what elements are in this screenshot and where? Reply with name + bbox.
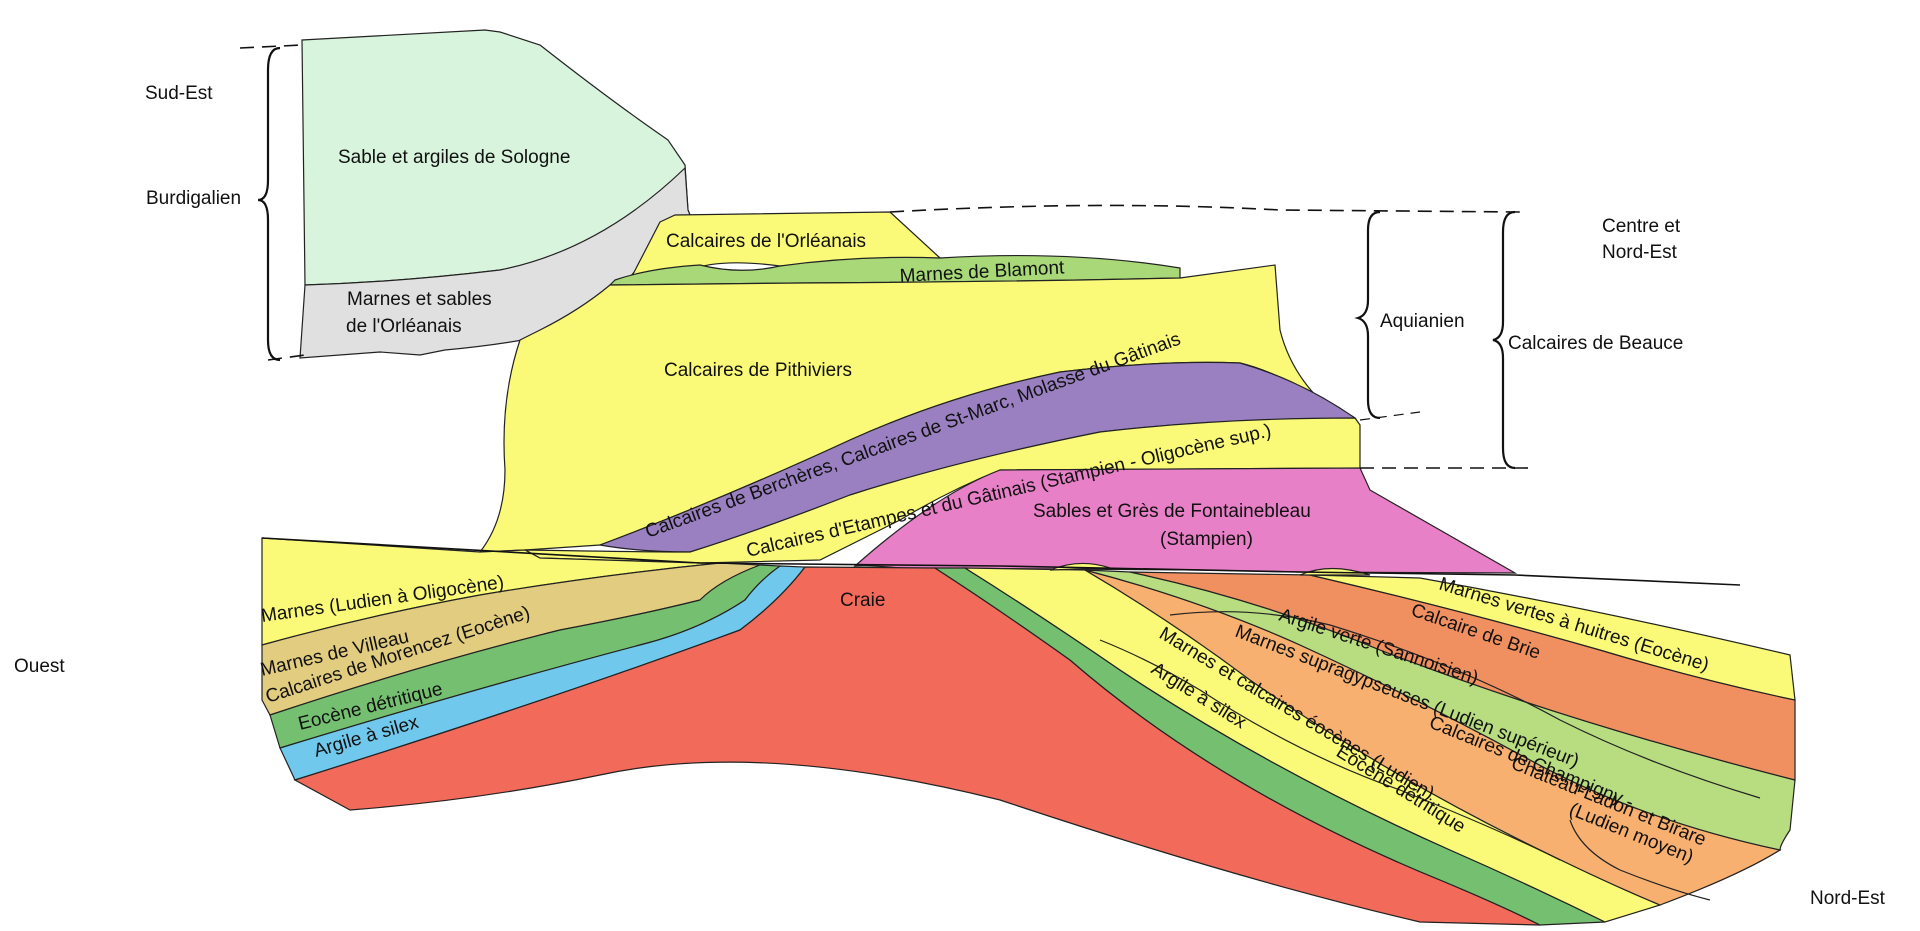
burdigalien-bracket bbox=[257, 46, 281, 362]
bottom-dashed-line bbox=[267, 354, 306, 361]
label-fontainebleau-2: (Stampien) bbox=[1160, 529, 1253, 550]
label-marnes-sables-2: de l'Orléanais bbox=[346, 316, 462, 337]
label-orleanais: Calcaires de l'Orléanais bbox=[666, 231, 866, 252]
label-marnes-sables-1: Marnes et sables bbox=[347, 289, 492, 310]
east-boundary-line bbox=[1569, 819, 1711, 901]
beauce-bracket bbox=[1492, 210, 1516, 470]
label-calcaires-beauce: Calcaires de Beauce bbox=[1508, 333, 1683, 354]
east-boundary-line bbox=[1099, 639, 1561, 861]
label-aquianien: Aquianien bbox=[1380, 311, 1465, 332]
right-mid-dashed-line bbox=[1359, 411, 1421, 421]
label-burdigalien: Burdigalien bbox=[146, 188, 241, 209]
label-ouest: Ouest bbox=[14, 656, 65, 677]
label-centre-line2: Nord-Est bbox=[1602, 242, 1678, 263]
right-top-dashed-line bbox=[889, 204, 1521, 213]
east-boundary-line bbox=[1169, 611, 1761, 799]
label-centre-line1: Centre et bbox=[1602, 216, 1681, 237]
east-marnes-vertes-layer bbox=[1309, 574, 1796, 701]
label-nord-est: Nord-Est bbox=[1810, 888, 1886, 909]
label-sologne: Sable et argiles de Sologne bbox=[338, 147, 570, 168]
label-craie: Craie bbox=[840, 590, 885, 611]
etampes-layer bbox=[524, 417, 1361, 564]
aquianien-bracket bbox=[1354, 210, 1381, 420]
top-dashed-line bbox=[239, 44, 303, 49]
ground-surface-line bbox=[261, 537, 1741, 586]
label-fontainebleau-1: Sables et Grès de Fontainebleau bbox=[1033, 501, 1311, 522]
fontainebleau-layer bbox=[853, 467, 1518, 574]
label-sud-est: Sud-Est bbox=[145, 83, 213, 104]
label-pithiviers: Calcaires de Pithiviers bbox=[664, 360, 852, 381]
